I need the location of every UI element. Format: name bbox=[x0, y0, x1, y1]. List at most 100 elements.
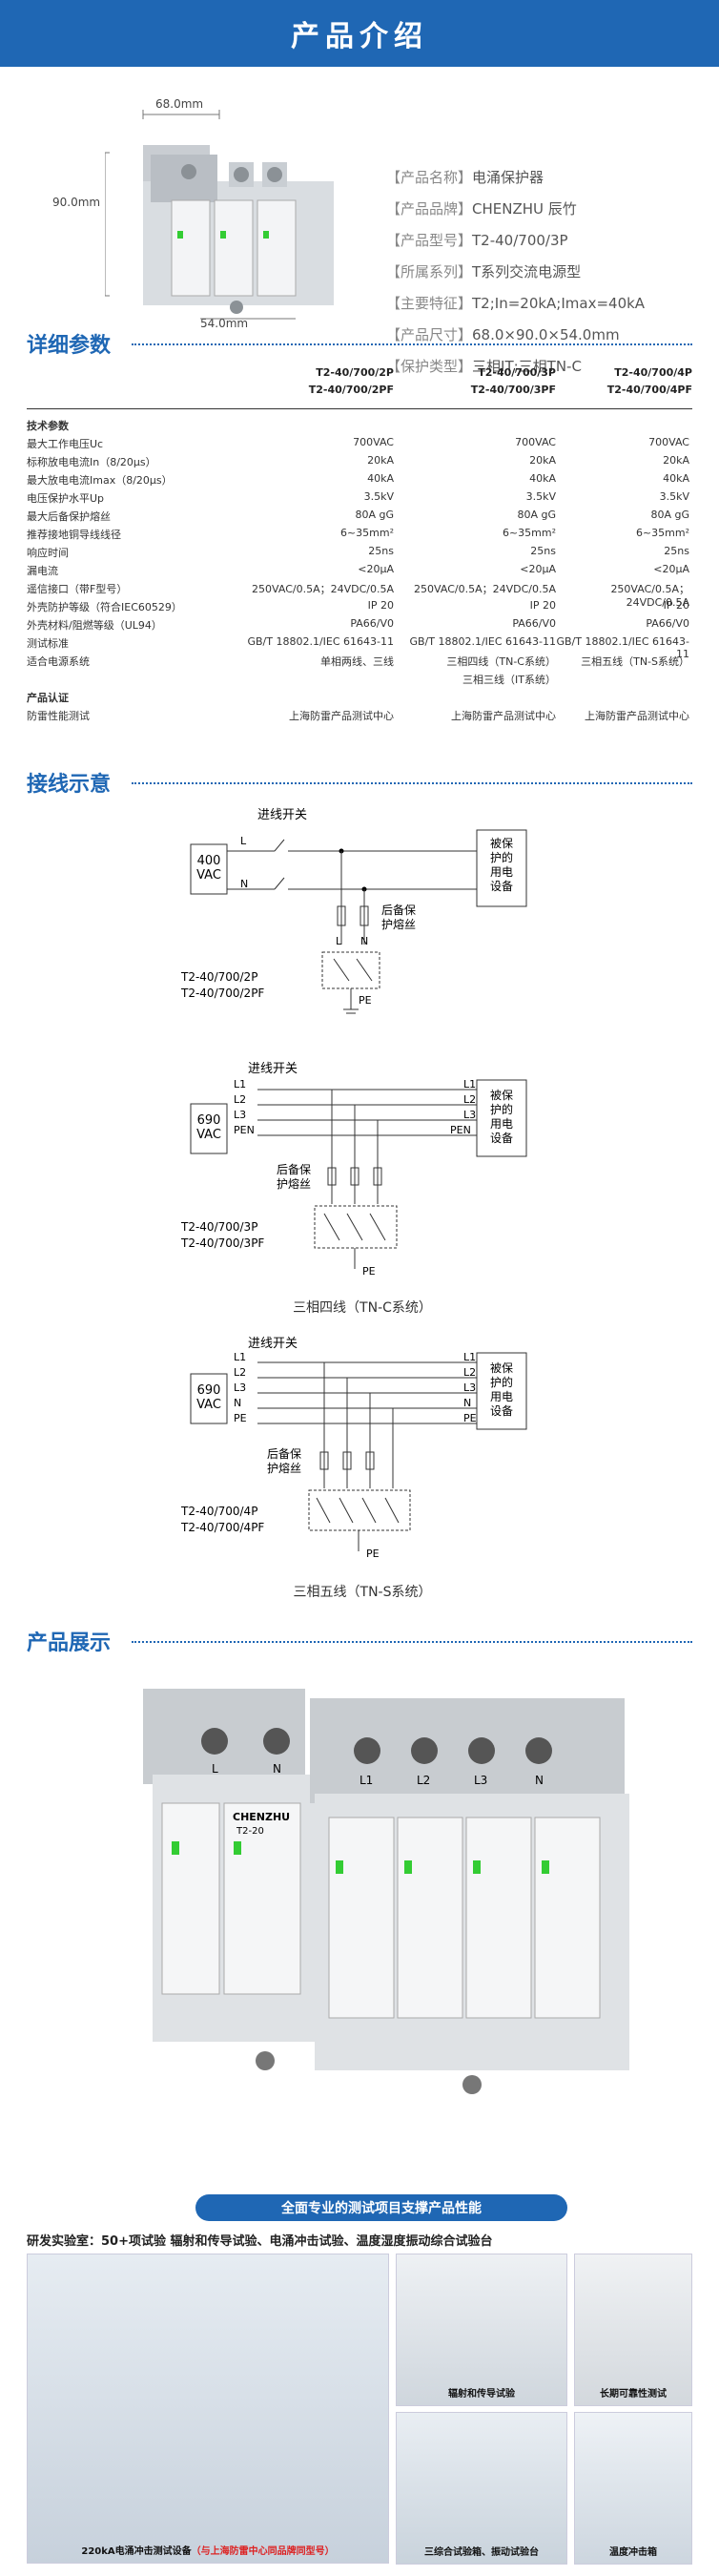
param-value bbox=[394, 690, 556, 705]
svg-text:PEN: PEN bbox=[234, 1124, 255, 1136]
param-key: 外壳防护等级（符合IEC60529） bbox=[27, 601, 182, 613]
switch-label: 进线开关 bbox=[257, 808, 307, 822]
product-dimension-drawing bbox=[105, 110, 334, 320]
param-value: 40kA bbox=[529, 472, 556, 485]
wiring-section-head: 接线示意 bbox=[0, 763, 719, 801]
spec-row: 【产品品牌】CHENZHU 辰竹 bbox=[386, 200, 577, 218]
param-value: IP 20 bbox=[367, 599, 394, 612]
param-row: 产品认证 bbox=[27, 690, 692, 705]
param-key: 产品认证 bbox=[27, 692, 69, 704]
product-showcase: L N CHENZHU T2-20 L1 L2 L3 N bbox=[0, 1660, 719, 2194]
svg-text:L2: L2 bbox=[463, 1366, 476, 1379]
params-section-head: 详细参数 bbox=[0, 324, 719, 363]
spec-row: 【产品型号】T2-40/700/3P bbox=[386, 232, 568, 249]
param-value bbox=[198, 672, 394, 687]
svg-text:被保护的用电设备: 被保护的用电设备 bbox=[490, 1361, 513, 1418]
svg-text:L3: L3 bbox=[234, 1381, 246, 1394]
lab-banner: 全面专业的测试项目支撑产品性能 bbox=[195, 2194, 567, 2221]
svg-text:T2-40/700/4PF: T2-40/700/4PF bbox=[181, 1521, 264, 1534]
svg-text:被保护的用电设备: 被保护的用电设备 bbox=[490, 1089, 513, 1145]
showcase-title: 产品展示 bbox=[27, 1631, 112, 1655]
diagram-caption: 三相四线（TN-C系统） bbox=[293, 1300, 432, 1316]
svg-text:N: N bbox=[463, 1397, 471, 1409]
svg-text:PE: PE bbox=[366, 1548, 380, 1560]
lab-photo-emc: 辐射和传导试验 bbox=[396, 2254, 567, 2406]
param-key: 适合电源系统 bbox=[27, 655, 90, 668]
divider bbox=[132, 1641, 692, 1643]
param-key bbox=[27, 672, 198, 687]
svg-text:L2: L2 bbox=[417, 1774, 430, 1787]
svg-text:CHENZHU: CHENZHU bbox=[233, 1811, 290, 1823]
svg-text:L: L bbox=[240, 835, 247, 847]
param-value: 250VAC/0.5A；24VDC/0.5A bbox=[610, 583, 689, 609]
lab-section: 全面专业的测试项目支撑产品性能 研发实验室：50+项试验 辐射和传导试验、电涌冲… bbox=[0, 2194, 719, 2576]
param-value: IP 20 bbox=[663, 599, 689, 612]
param-value: 三相四线（TN-C系统） bbox=[446, 655, 556, 668]
svg-text:进线开关: 进线开关 bbox=[248, 1337, 298, 1351]
param-key: 标称放电电流In（8/20μs） bbox=[27, 456, 156, 468]
lab-photo-surge: 220kA电涌冲击测试设备（与上海防雷中心同品牌同型号） bbox=[27, 2254, 389, 2564]
param-value: 上海防雷产品测试中心 bbox=[585, 710, 689, 722]
diagram-caption: 三相五线（TN-S系统） bbox=[293, 1585, 432, 1600]
svg-text:L1: L1 bbox=[360, 1774, 373, 1787]
dim-height: 90.0mm bbox=[52, 196, 101, 209]
param-value: 6~35mm² bbox=[635, 527, 689, 539]
svg-text:L1: L1 bbox=[234, 1078, 246, 1091]
svg-text:L3: L3 bbox=[474, 1774, 487, 1787]
param-value bbox=[556, 690, 689, 705]
svg-text:N: N bbox=[273, 1762, 281, 1776]
divider bbox=[132, 782, 692, 784]
param-row: 外壳防护等级（符合IEC60529） IP 20 IP 20 IP 20 bbox=[27, 599, 692, 614]
param-value: 700VAC bbox=[648, 436, 689, 448]
lab-photo-climate: 三综合试验箱、振动试验台 bbox=[396, 2412, 567, 2565]
model-label: T2-40/700/2P bbox=[181, 970, 257, 984]
page-title: 产品介绍 bbox=[291, 20, 428, 53]
param-key: 测试标准 bbox=[27, 637, 69, 650]
param-key: 最大放电电流Imax（8/20μs） bbox=[27, 474, 173, 487]
svg-text:L3: L3 bbox=[463, 1109, 476, 1121]
param-value: 700VAC bbox=[353, 436, 394, 448]
param-value: 700VAC bbox=[515, 436, 556, 448]
svg-text:L2: L2 bbox=[234, 1093, 246, 1106]
param-key: 推荐接地铜导线线径 bbox=[27, 529, 121, 541]
svg-text:T2-40/700/3PF: T2-40/700/3PF bbox=[181, 1236, 264, 1250]
svg-text:N: N bbox=[535, 1774, 544, 1787]
param-value: 3.5kV bbox=[659, 490, 689, 503]
svg-text:T2-40/700/4P: T2-40/700/4P bbox=[181, 1505, 257, 1518]
param-value: 40kA bbox=[663, 472, 689, 485]
param-value: 6~35mm² bbox=[339, 527, 394, 539]
param-value: 25ns bbox=[664, 545, 689, 557]
svg-text:PE: PE bbox=[359, 994, 372, 1007]
param-value: IP 20 bbox=[529, 599, 556, 612]
param-value: 上海防雷产品测试中心 bbox=[451, 710, 556, 722]
svg-text:后备保护熔丝: 后备保护熔丝 bbox=[277, 1163, 311, 1191]
svg-text:T2-40/700/3P: T2-40/700/3P bbox=[181, 1220, 257, 1234]
param-row: 适合电源系统单相两线、三线三相四线（TN-C系统）三相五线（TN-S系统） bbox=[27, 654, 692, 669]
param-value: 3.5kV bbox=[525, 490, 556, 503]
svg-text:L1: L1 bbox=[463, 1351, 476, 1363]
page-banner: 产品介绍 bbox=[0, 0, 719, 67]
spec-row: 【产品名称】电涌保护器 bbox=[386, 169, 544, 186]
svg-text:N: N bbox=[234, 1397, 241, 1409]
param-value bbox=[198, 418, 394, 433]
param-value: 20kA bbox=[529, 454, 556, 467]
param-value: 25ns bbox=[530, 545, 556, 557]
param-value: GB/T 18802.1/IEC 61643-11 bbox=[409, 635, 556, 648]
param-value: 80A gG bbox=[517, 509, 556, 521]
svg-text:L2: L2 bbox=[463, 1093, 476, 1106]
param-value: 3.5kV bbox=[363, 490, 394, 503]
svg-text:PE: PE bbox=[362, 1265, 376, 1278]
svg-text:L: L bbox=[212, 1762, 218, 1776]
divider bbox=[27, 408, 692, 409]
